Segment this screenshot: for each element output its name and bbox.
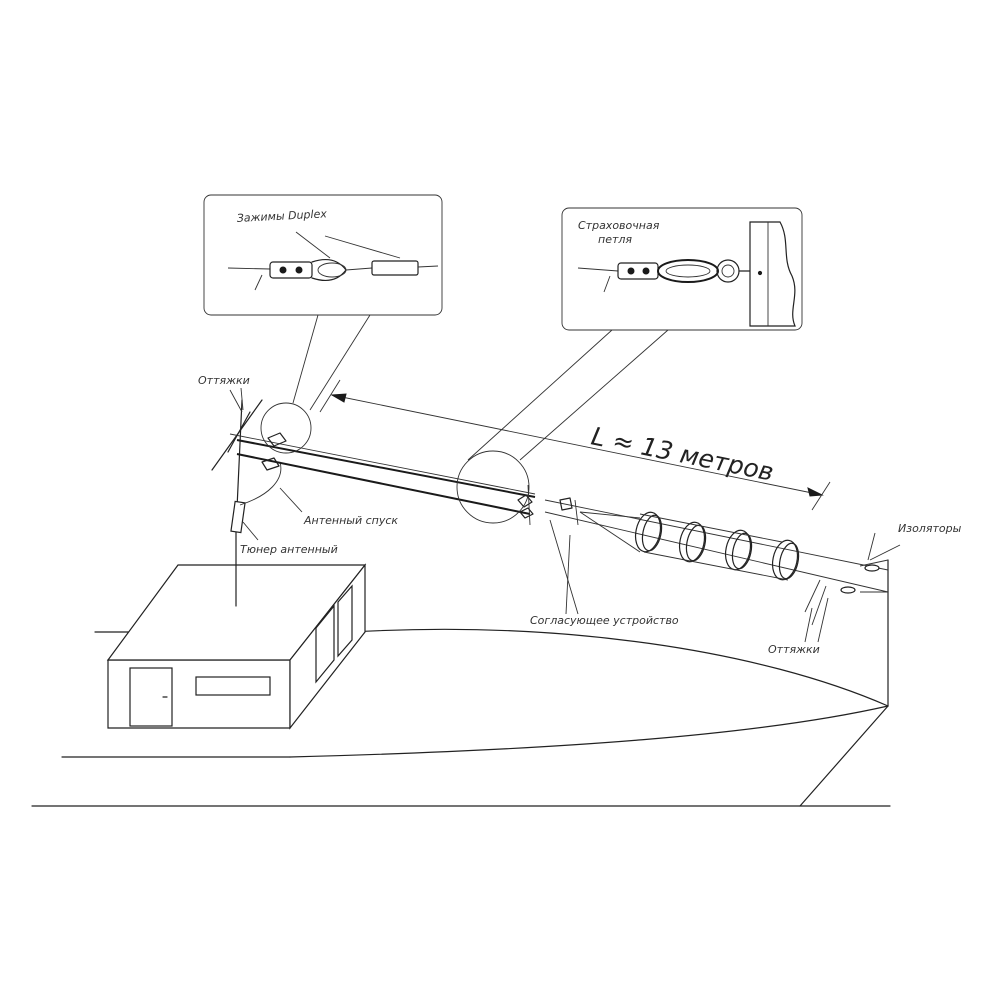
magnifier-circles [260, 402, 530, 524]
house [106, 529, 367, 730]
magnifier-circle-middle [456, 450, 530, 524]
spreader-ring [724, 529, 752, 571]
ring-spreaders [634, 511, 800, 581]
callout-box-right [561, 207, 803, 331]
house-side-window [315, 604, 335, 684]
label-antenna-feed: Антенный спуск [303, 514, 398, 527]
wall-mount [749, 221, 796, 327]
safety-loop [657, 259, 719, 283]
duplex-clamp [371, 260, 419, 276]
label-guys-right: Оттяжки [768, 643, 820, 656]
spreader-ring [731, 532, 753, 570]
insulator [840, 586, 856, 594]
left-mast [211, 387, 282, 534]
spreader-ring [771, 539, 799, 581]
safety-loop-callout [561, 207, 803, 331]
antenna-tuner-box [230, 500, 246, 534]
duplex-clamps-callout [203, 194, 443, 316]
magnifier-circle-left [260, 402, 312, 454]
label-safety-loop-2: петля [598, 233, 632, 246]
house-window [195, 676, 271, 696]
length-dimension [319, 379, 831, 511]
label-length: L ≈ 13 метров [589, 421, 776, 486]
spreader-ring [634, 511, 662, 553]
spreader-ring [678, 521, 706, 563]
duplex-clamp [617, 262, 659, 280]
spreader-ring [778, 542, 800, 580]
label-insulators: Изоляторы [898, 522, 962, 535]
right-end [804, 544, 901, 626]
label-safety-loop-1: Страховочная [578, 219, 660, 232]
label-guys-left: Оттяжки [198, 374, 250, 387]
label-matching-device: Согласующее устройство [530, 614, 679, 627]
spreader-ring [641, 514, 663, 552]
insulator [864, 564, 880, 572]
callout-box-left [203, 194, 443, 316]
ground-lines [31, 559, 891, 807]
antenna-wires [229, 433, 889, 593]
label-leaders [229, 389, 876, 643]
wire-end-clamps [261, 432, 287, 471]
label-duplex-clamps: Зажимы Duplex [236, 207, 327, 225]
duplex-clamp [269, 261, 313, 279]
eye-bolt [716, 259, 740, 283]
label-antenna-tuner: Тюнер антенный [240, 543, 338, 556]
